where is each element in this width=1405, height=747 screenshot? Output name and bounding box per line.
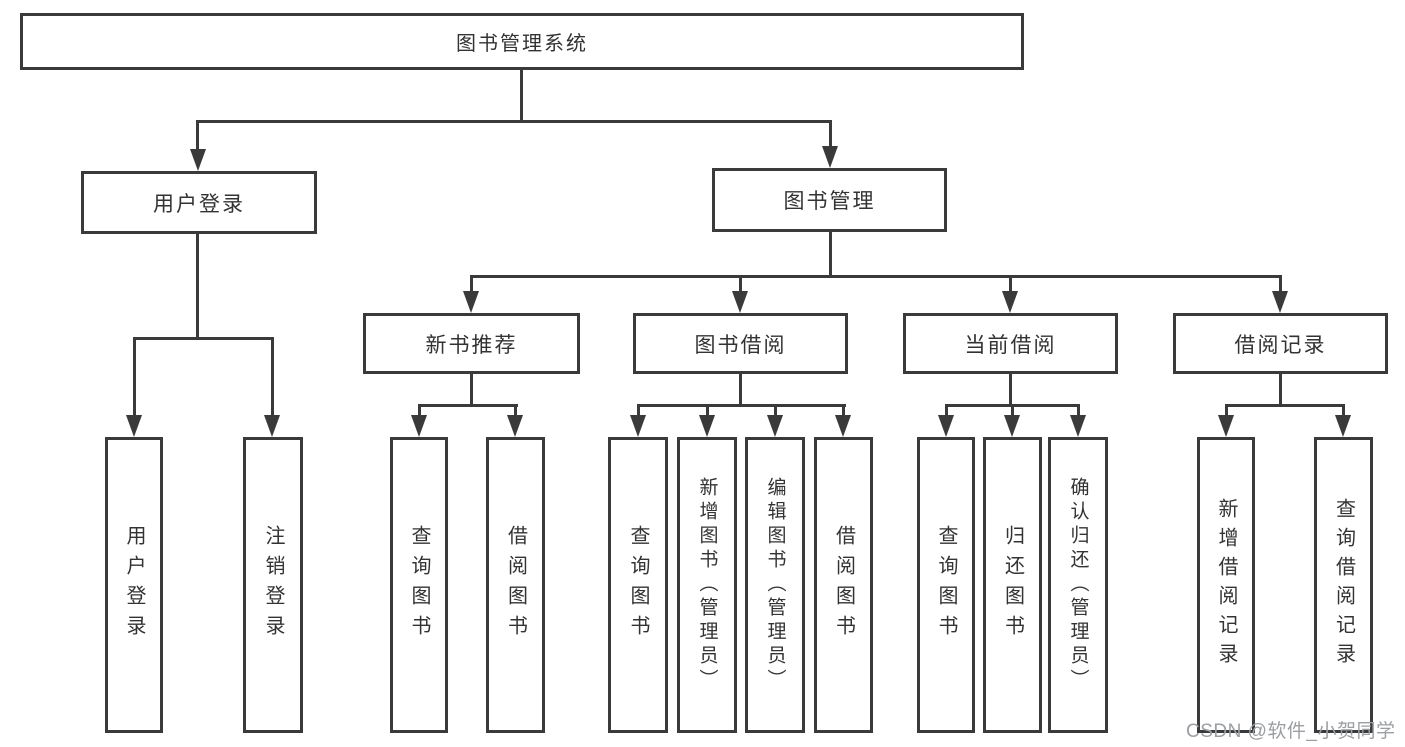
connector-line <box>1279 373 1282 406</box>
node-root: 图书管理系统 <box>20 13 1024 70</box>
node-label: 用户登录 <box>123 525 145 645</box>
node-label: 用户登录 <box>153 192 245 216</box>
arrow-down-icon <box>630 415 646 437</box>
node-label: 图书借阅 <box>694 333 787 357</box>
arrow-down-icon <box>126 415 142 437</box>
node-label: 查询图书 <box>627 525 649 645</box>
node-new-book-recommend: 新书推荐 <box>363 313 580 374</box>
node-book-borrow: 图书借阅 <box>633 313 848 374</box>
node-label: 查询借阅记录 <box>1332 498 1355 672</box>
arrow-down-icon <box>1272 291 1288 313</box>
node-label: 查询图书 <box>408 525 430 645</box>
connector-line <box>774 404 777 416</box>
arrow-down-icon <box>264 415 280 437</box>
connector-line <box>470 275 473 292</box>
connector-line <box>1225 404 1345 407</box>
arrow-down-icon <box>732 291 748 313</box>
connector-line <box>133 337 274 340</box>
leaf-borrow-books-borrow: 借阅图书 <box>814 437 873 733</box>
arrow-down-icon <box>507 415 523 437</box>
node-current-borrow: 当前借阅 <box>903 313 1118 374</box>
connector-line <box>418 404 518 407</box>
node-label: 借阅图书 <box>832 525 855 645</box>
leaf-query-borrow-record: 查询借阅记录 <box>1314 437 1373 733</box>
arrow-down-icon <box>190 149 206 171</box>
connector-line <box>637 404 846 407</box>
connector-line <box>196 120 199 150</box>
connector-line <box>1225 404 1228 416</box>
node-label: 新增图书（管理员） <box>696 477 718 693</box>
node-label: 确认归还（管理员） <box>1067 477 1089 693</box>
connector-line <box>520 70 523 120</box>
node-label: 编辑图书（管理员） <box>764 477 786 693</box>
leaf-query-books-recommend: 查询图书 <box>390 437 448 733</box>
connector-line <box>470 373 473 406</box>
node-label: 图书管理系统 <box>456 33 588 55</box>
connector-line <box>1009 373 1012 406</box>
connector-line <box>1342 404 1345 416</box>
node-label: 注销登录 <box>262 525 284 645</box>
connector-line <box>133 337 136 416</box>
node-label: 借阅记录 <box>1234 333 1327 357</box>
arrow-down-icon <box>822 146 838 168</box>
leaf-confirm-return-admin: 确认归还（管理员） <box>1048 437 1108 733</box>
leaf-add-book-admin: 新增图书（管理员） <box>677 437 737 733</box>
node-label: 借阅图书 <box>504 525 527 645</box>
leaf-query-books-borrow: 查询图书 <box>608 437 668 733</box>
csdn-watermark: CSDN @软件_小贺同学 <box>1186 721 1396 742</box>
connector-line <box>1279 275 1282 292</box>
leaf-user-login: 用户登录 <box>105 437 163 733</box>
node-label: 新书推荐 <box>425 333 518 357</box>
node-label: 当前借阅 <box>964 333 1057 357</box>
connector-line <box>739 373 742 406</box>
connector-line <box>514 404 517 416</box>
node-label: 新增借阅记录 <box>1215 498 1237 672</box>
connector-line <box>842 404 845 416</box>
connector-line <box>1009 275 1012 292</box>
arrow-down-icon <box>1335 415 1351 437</box>
arrow-down-icon <box>1002 291 1018 313</box>
connector-line <box>1077 404 1080 416</box>
node-label: 查询图书 <box>935 525 957 645</box>
node-book-management: 图书管理 <box>712 168 947 232</box>
connector-line <box>829 231 832 275</box>
connector-line <box>197 120 831 123</box>
connector-line <box>271 337 274 416</box>
arrow-down-icon <box>411 415 427 437</box>
connector-line <box>829 120 832 147</box>
connector-line <box>706 404 709 416</box>
arrow-down-icon <box>463 291 479 313</box>
node-label: 图书管理 <box>783 190 876 213</box>
leaf-logout-login: 注销登录 <box>243 437 303 733</box>
arrow-down-icon <box>1218 415 1234 437</box>
arrow-down-icon <box>938 415 954 437</box>
connector-line <box>637 404 640 416</box>
leaf-borrow-books-recommend: 借阅图书 <box>486 437 545 733</box>
connector-line <box>945 404 948 416</box>
connector-line <box>196 233 199 337</box>
leaf-query-books-current: 查询图书 <box>917 437 975 733</box>
connector-line <box>470 275 1282 278</box>
leaf-return-book: 归还图书 <box>983 437 1042 733</box>
leaf-edit-book-admin: 编辑图书（管理员） <box>745 437 805 733</box>
connector-line <box>1011 404 1014 416</box>
leaf-add-borrow-record: 新增借阅记录 <box>1197 437 1255 733</box>
arrow-down-icon <box>699 415 715 437</box>
arrow-down-icon <box>1070 415 1086 437</box>
connector-line <box>418 404 421 416</box>
node-user-login: 用户登录 <box>81 171 317 234</box>
node-label: 归还图书 <box>1001 525 1024 645</box>
arrow-down-icon <box>835 415 851 437</box>
arrow-down-icon <box>767 415 783 437</box>
connector-line <box>739 275 742 292</box>
node-borrow-records: 借阅记录 <box>1173 313 1388 374</box>
arrow-down-icon <box>1004 415 1020 437</box>
